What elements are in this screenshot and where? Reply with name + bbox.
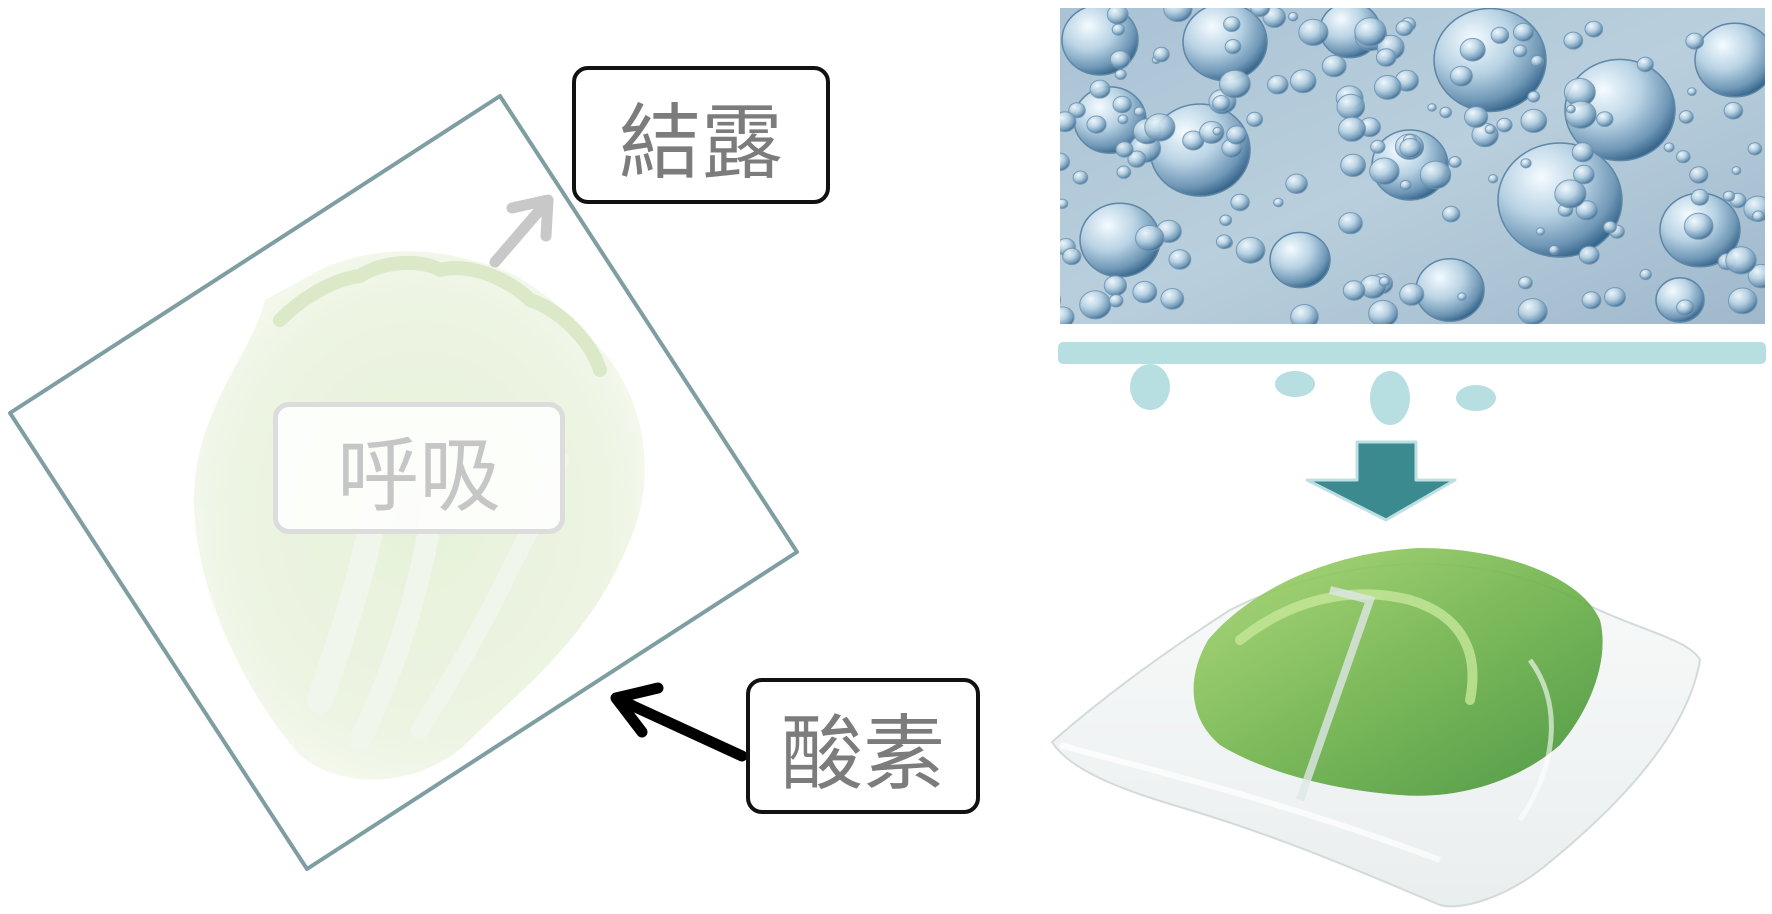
down-arrow-icon (1305, 440, 1457, 522)
respiration-label-text: 呼吸 (336, 428, 501, 524)
condensation-label-text: 結露 (618, 95, 783, 191)
respiration-label: 呼吸 (273, 402, 565, 534)
bagged-lettuce-image (1050, 548, 1702, 908)
condensation-label: 結露 (572, 66, 830, 204)
oxygen-label-text: 酸素 (780, 706, 945, 802)
drip-bar (1058, 342, 1766, 364)
package-frame (8, 94, 799, 871)
oxygen-label: 酸素 (746, 678, 980, 814)
falling-drops (1130, 364, 1496, 425)
water-droplets-image (1060, 8, 1765, 324)
condensation-arrow (489, 194, 554, 268)
oxygen-arrow (610, 682, 748, 762)
